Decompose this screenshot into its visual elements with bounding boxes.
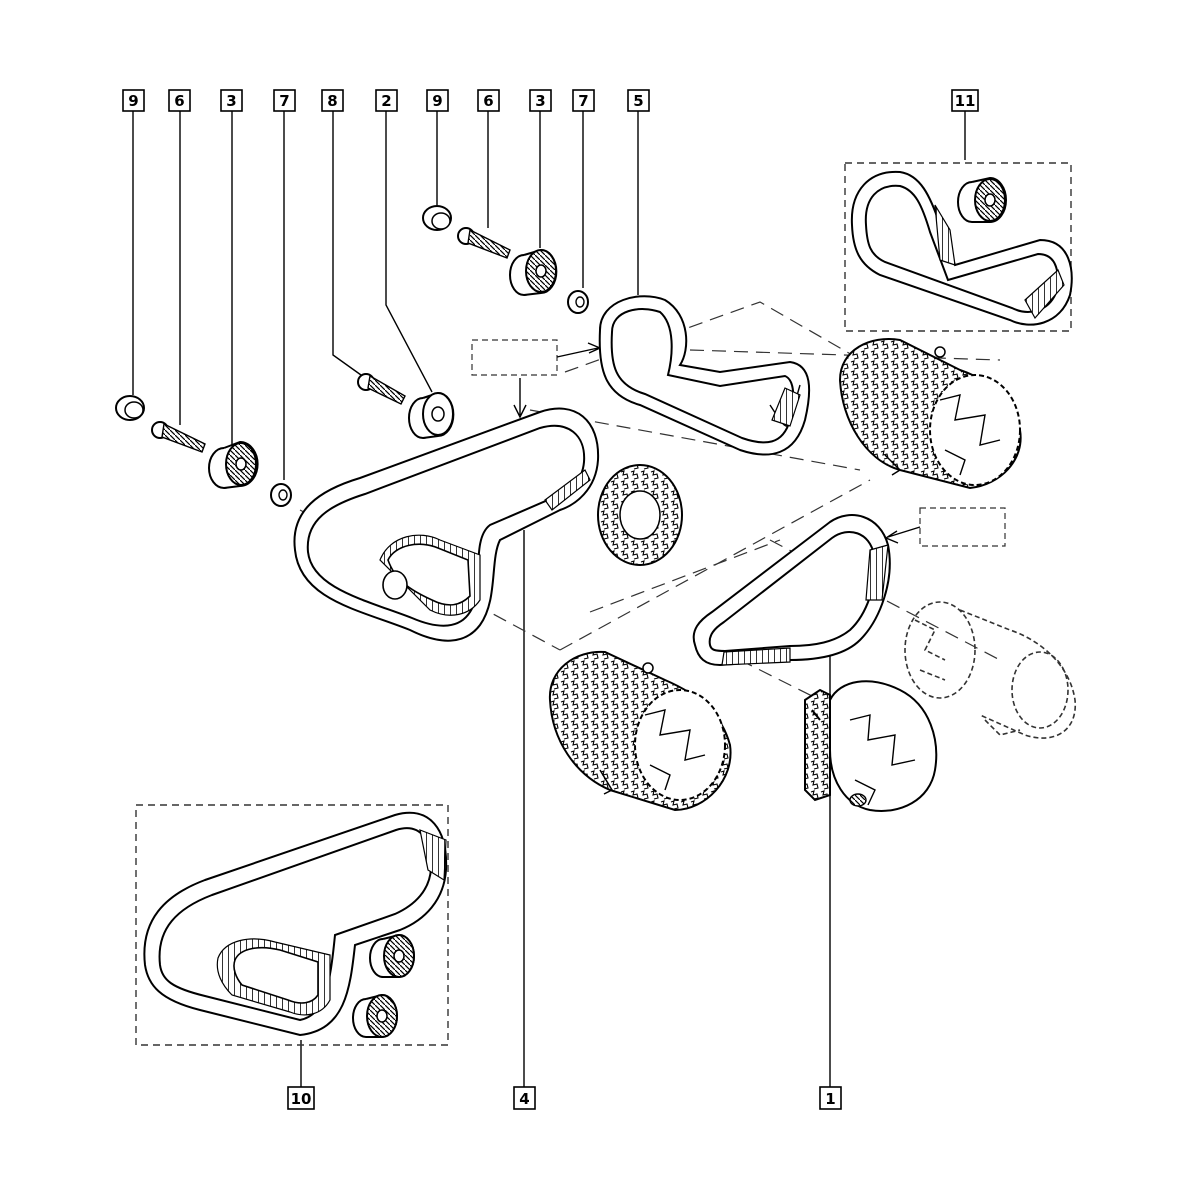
callout-5: 5 [627,89,650,112]
callout-1: 1 [819,1086,842,1110]
svg-text:6: 6 [174,92,184,110]
callout-6-left: 6 [168,89,191,112]
washer-7-left [270,483,292,507]
arrow-to-belt-4 [513,378,527,419]
nut-cap-9-upper [422,205,452,231]
roller-kit-10-upper [369,933,415,978]
leader-lines [132,111,966,1087]
nut-cap-9-left [115,395,145,421]
washer-7-upper [567,290,589,314]
callout-6-upper: 6 [477,89,500,112]
belt-11 [850,170,1073,326]
roller-3-left [208,440,259,489]
callout-7-upper: 7 [572,89,595,112]
bolt-6-left [151,421,206,453]
callout-3-upper: 3 [529,89,552,112]
ac-compressor-lower [548,650,732,812]
fastener-set-upper [422,205,589,314]
callout-2: 2 [375,89,398,112]
kit-box-10 [135,804,449,1046]
reference-box-upper [471,339,558,376]
svg-text:3: 3 [535,92,545,110]
roller-3-upper [509,248,558,296]
belt-1 [692,514,891,667]
pulley-gear-center [597,464,683,566]
callout-11: 11 [951,89,979,112]
reference-box-right [919,507,1006,547]
svg-text:7: 7 [578,92,588,110]
callout-4: 4 [513,1086,536,1110]
roller-2 [408,391,455,439]
callout-3-left: 3 [220,89,243,112]
callout-9-upper: 9 [426,89,449,112]
callout-10: 10 [287,1086,315,1110]
belt-10 [143,811,448,1037]
fastener-set-left [115,395,292,507]
svg-text:10: 10 [291,1090,312,1108]
svg-text:4: 4 [519,1090,529,1108]
callout-7-left: 7 [273,89,296,112]
svg-text:2: 2 [381,92,391,110]
svg-text:5: 5 [633,92,643,110]
alternator [804,680,938,812]
belt-4 [293,407,600,642]
roller-kit-11 [957,176,1007,223]
svg-text:7: 7 [279,92,289,110]
svg-text:8: 8 [327,92,337,110]
svg-text:9: 9 [432,92,442,110]
belt-5 [598,295,811,456]
svg-text:9: 9 [128,92,138,110]
callout-9-left: 9 [122,89,145,112]
callout-labels: 9 6 3 7 8 2 9 6 3 7 5 11 10 4 1 [122,89,979,1110]
arrow-to-belt-5 [556,342,602,358]
svg-text:11: 11 [955,92,976,110]
roller-kit-10-lower [352,993,398,1038]
water-pump-dashed [904,601,1076,739]
kit-box-11 [844,162,1072,332]
arrow-to-belt-1 [884,526,921,544]
ac-compressor-upper [838,338,1022,490]
svg-text:1: 1 [825,1090,835,1108]
callout-8: 8 [321,89,344,112]
bolt-8 [357,373,406,405]
bolt-6-upper [457,227,511,259]
svg-text:3: 3 [226,92,236,110]
svg-text:6: 6 [483,92,493,110]
